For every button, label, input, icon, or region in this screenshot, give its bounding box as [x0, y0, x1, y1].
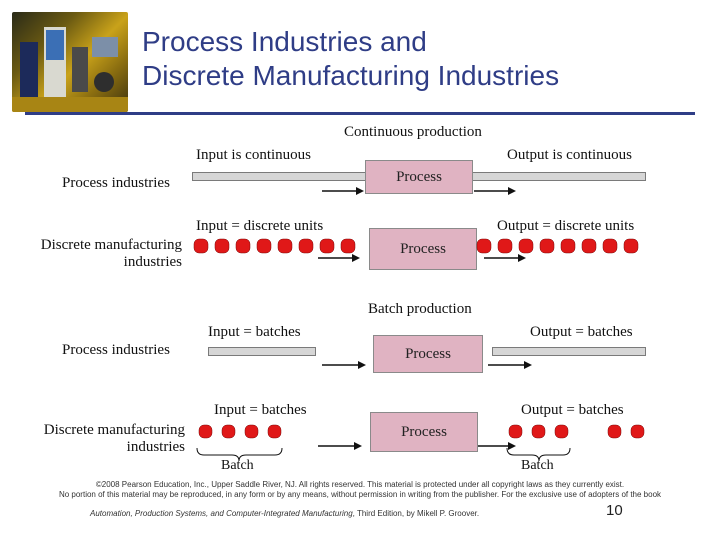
- header-photo: [12, 12, 128, 112]
- unit-icon: [497, 238, 513, 254]
- arrow-right-icon: [478, 442, 516, 450]
- continuous-pi-output-label: Output is continuous: [507, 147, 633, 163]
- unit-icon: [531, 424, 546, 439]
- batch-output-bar: [492, 347, 646, 356]
- unit-icon: [602, 238, 618, 254]
- unit-icon: [214, 238, 230, 254]
- batch-dm-input-label: Input = batches: [214, 402, 307, 418]
- arrow-right-icon: [322, 187, 364, 195]
- batch-heading: Batch production: [368, 301, 472, 317]
- continuous-dm-process-box: Process: [369, 228, 477, 270]
- continuous-pi-input-label: Input is continuous: [196, 147, 311, 163]
- unit-icon: [193, 238, 209, 254]
- arrow-right-icon: [474, 187, 516, 195]
- copyright-line-2: No portion of this material may be repro…: [58, 490, 662, 499]
- arrow-right-icon: [318, 254, 360, 262]
- title-line-2: Discrete Manufacturing Industries: [142, 60, 560, 91]
- batch-dm-process-box: Process: [370, 412, 478, 452]
- batch-left-label: Batch: [221, 458, 254, 473]
- continuous-dm-input-label: Input = discrete units: [196, 218, 324, 234]
- continuous-dm-output-label: Output = discrete units: [497, 218, 635, 234]
- batch-left-brace: [196, 447, 283, 462]
- batch-input-bar: [208, 347, 316, 356]
- book-title: Automation, Production Systems, and Comp…: [90, 509, 353, 518]
- continuous-pi-row-label: Process industries: [62, 175, 170, 191]
- unit-icon: [623, 238, 639, 254]
- unit-icon: [235, 238, 251, 254]
- continuous-dm-row-label: Discrete manufacturing industries: [27, 237, 182, 271]
- batch-pi-row-label: Process industries: [62, 342, 170, 358]
- book-citation: Automation, Production Systems, and Comp…: [90, 509, 479, 518]
- row-label-line-2: industries: [123, 254, 182, 270]
- row-label-line-1: Discrete manufacturing: [40, 237, 182, 253]
- unit-icon: [298, 238, 314, 254]
- unit-icon: [607, 424, 622, 439]
- unit-icon: [581, 238, 597, 254]
- unit-icon: [560, 238, 576, 254]
- book-edition: , Third Edition, by Mikell P. Groover.: [352, 509, 480, 518]
- arrow-right-icon: [488, 361, 532, 369]
- unit-icon: [539, 238, 555, 254]
- unit-icon: [277, 238, 293, 254]
- copyright-line-1: ©2008 Pearson Education, Inc., Upper Sad…: [95, 480, 625, 489]
- batch-right-label: Batch: [521, 458, 554, 473]
- batch-pi-process-box: Process: [373, 335, 483, 373]
- unit-icon: [319, 238, 335, 254]
- unit-icon: [221, 424, 236, 439]
- unit-icon: [340, 238, 356, 254]
- continuous-pi-process-box: Process: [365, 160, 473, 194]
- batch-dm-row-label: Discrete manufacturing industries: [27, 422, 185, 456]
- copyright-notice: ©2008 Pearson Education, Inc., Upper Sad…: [0, 480, 720, 500]
- unit-icon: [554, 424, 569, 439]
- unit-icon: [244, 424, 259, 439]
- page-number: 10: [606, 502, 623, 519]
- arrow-right-icon: [318, 442, 362, 450]
- arrow-right-icon: [484, 254, 526, 262]
- batch-pi-output-label: Output = batches: [530, 324, 633, 340]
- row-label-line-2: industries: [126, 439, 185, 455]
- row-label-line-1: Discrete manufacturing: [43, 422, 185, 438]
- batch-right-brace: [506, 447, 571, 462]
- unit-icon: [198, 424, 213, 439]
- unit-icon: [508, 424, 523, 439]
- arrow-right-icon: [322, 361, 366, 369]
- title-line-1: Process Industries and: [142, 26, 427, 57]
- unit-icon: [476, 238, 492, 254]
- unit-icon: [267, 424, 282, 439]
- batch-pi-input-label: Input = batches: [208, 324, 301, 340]
- unit-icon: [630, 424, 645, 439]
- unit-icon: [256, 238, 272, 254]
- batch-dm-output-label: Output = batches: [521, 402, 624, 418]
- title-rule: [25, 112, 695, 115]
- unit-icon: [518, 238, 534, 254]
- slide-title: Process Industries and Discrete Manufact…: [142, 25, 559, 93]
- continuous-heading: Continuous production: [344, 124, 482, 140]
